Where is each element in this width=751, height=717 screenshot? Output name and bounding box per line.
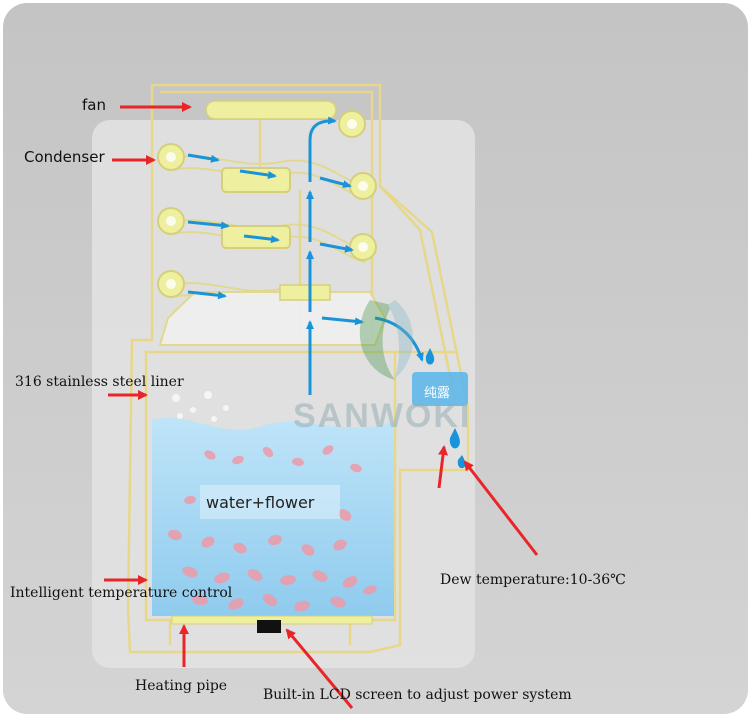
dew-temperature-label: Dew temperature:10-36℃: [440, 572, 626, 588]
water-tank: [152, 417, 394, 616]
fan-shape: [205, 100, 337, 120]
bubbles: [172, 391, 229, 422]
lcd-screen-label: Built-in LCD screen to adjust power syst…: [263, 687, 572, 703]
steam-outlet: [279, 284, 331, 301]
heating-pipe-label: Heating pipe: [135, 678, 228, 694]
steam-flow: [187, 116, 424, 395]
lid-dome: [158, 291, 387, 346]
water-flower-label: water+flower: [206, 493, 315, 512]
annotation-arrows: [104, 102, 539, 709]
brand-watermark: SANWOKI: [293, 397, 472, 435]
pure-dew-box: [412, 372, 468, 406]
brand-logo: [359, 300, 414, 380]
liner-label: 316 stainless steel liner: [15, 374, 184, 390]
dew-droplets: [425, 348, 466, 469]
flower-petals: [168, 445, 377, 612]
pure-dew-label: 纯露: [424, 386, 451, 401]
temperature-control-label: Intelligent temperature control: [10, 585, 233, 601]
lcd-screen: [257, 620, 281, 633]
condenser-label: Condenser: [24, 148, 105, 166]
fan-label: fan: [82, 96, 106, 114]
water-label-band: [200, 485, 340, 519]
